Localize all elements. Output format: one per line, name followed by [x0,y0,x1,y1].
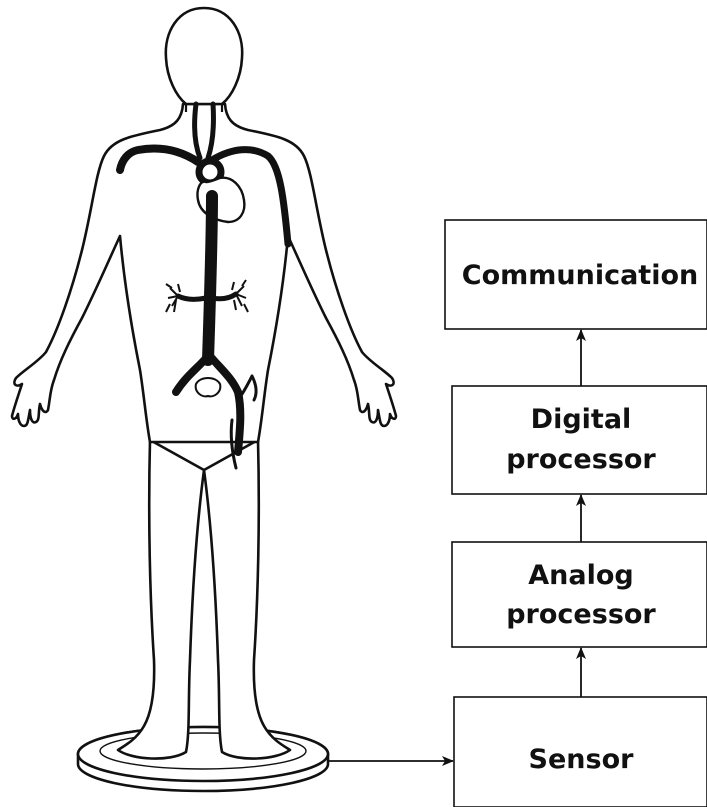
block-communication: Communication [445,220,707,329]
block-communication-label: Communication [462,260,699,291]
block-digital-processor-label-line1: Digital [531,404,632,435]
sensor-platform [78,727,328,791]
block-sensor-label: Sensor [529,744,635,775]
head [166,8,242,104]
right-leg [204,440,290,759]
block-analog-processor: Analog processor [452,542,707,647]
block-analog-processor-label-line2: processor [506,599,656,630]
block-sensor: Sensor [454,697,707,807]
block-analog-processor-label-line1: Analog [528,560,633,591]
block-digital-processor-label-line2: processor [506,444,656,475]
left-leg [118,440,204,759]
block-digital-processor: Digital processor [452,386,707,494]
